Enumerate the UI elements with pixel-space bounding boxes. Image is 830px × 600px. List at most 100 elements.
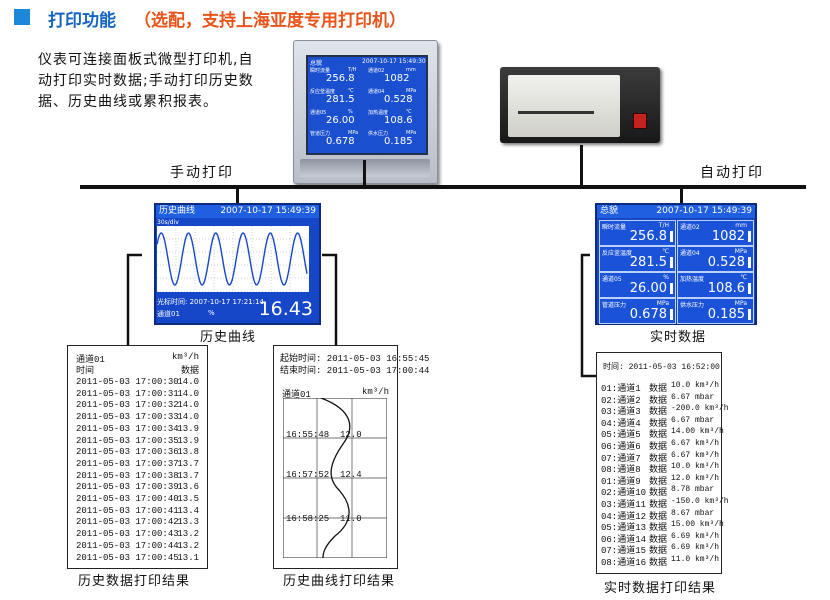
device-cell-unit: ℃ xyxy=(406,109,412,115)
rp-row-label: 数据 xyxy=(649,488,668,499)
rp-row-label: 数据 xyxy=(649,465,668,476)
rp-row-value: 14.00 km³/h xyxy=(671,427,724,437)
rp-row-channel: 08:通道16 xyxy=(601,558,647,568)
cursor-time-line: 光标时间: 2007-10-17 17:21:14 xyxy=(157,297,264,307)
history-curve-line xyxy=(157,232,308,286)
manual-print-label: 手动打印 xyxy=(170,165,234,181)
hp-row-value: 13.8 xyxy=(177,447,199,458)
device-cell-unit: T/H xyxy=(348,67,357,73)
device-cell-name: 供水压力 xyxy=(368,131,389,137)
rp-row-label: 数据 xyxy=(649,558,668,568)
realtime-cell-name: 通道02 xyxy=(680,224,700,231)
hp-row-value: 13.7 xyxy=(177,470,199,481)
hp-row-value: 13.5 xyxy=(177,494,199,504)
device-header: 总貌 xyxy=(310,60,323,67)
realtime-cell-scrollbar xyxy=(670,231,673,242)
rp-row-label: 数据 xyxy=(649,500,668,510)
history-panel-title: 历史曲线 xyxy=(159,206,196,216)
cp-start: 起始时间: 2011-05-03 16:55:45 xyxy=(280,354,430,364)
rp-row-channel: 04:通道12 xyxy=(601,511,647,522)
realtime-cell-unit: MPa xyxy=(734,248,747,255)
page-title: 打印功能（选配，支持上海亚度专用打印机） xyxy=(48,6,406,31)
realtime-cell-value: 0.678 xyxy=(629,307,667,322)
device-cell-value: 0.528 xyxy=(384,94,413,105)
device-cell-unit: MPa xyxy=(406,130,417,136)
cp-mark-time: 16:58:25 xyxy=(286,514,330,524)
realtime-print-caption: 实时数据打印结果 xyxy=(604,581,717,596)
device-datetime: 2007-10-17 15:49:30 xyxy=(362,58,426,65)
hp-row-value: 13.9 xyxy=(177,435,199,446)
rp-row-label: 数据 xyxy=(649,511,668,522)
rp-row-label: 数据 xyxy=(649,395,668,406)
hp-row-time: 2011-05-03 17:00:42 xyxy=(76,517,179,528)
device-cell-value: 108.6 xyxy=(384,115,413,126)
rp-row-channel: 06:通道6 xyxy=(601,442,641,452)
bus-line xyxy=(80,185,806,189)
rp-row-channel: 01:通道9 xyxy=(601,476,641,487)
curve-print-caption: 历史曲线打印结果 xyxy=(283,574,396,589)
rp-row-label: 数据 xyxy=(649,453,668,464)
cursor-label: 光标时间: xyxy=(157,298,188,306)
realtime-cell-unit: MPa xyxy=(734,300,747,307)
title-bullet-icon xyxy=(14,9,30,25)
realtime-cell-value: 0.185 xyxy=(707,307,745,322)
rp-row-value: 6.67 mbar xyxy=(671,392,715,402)
cp-mark-value: 12.4 xyxy=(340,470,362,480)
hp-row-value: 13.1 xyxy=(177,552,199,563)
rp-row-label: 数据 xyxy=(649,546,668,557)
rp-row-value: 10.0 km³/h xyxy=(671,462,720,472)
printer-power-button xyxy=(633,113,647,129)
hp-channel: 通道01 xyxy=(76,355,105,365)
hp-row-value: 13.4 xyxy=(177,505,199,516)
realtime-cell-name: 加热温度 xyxy=(680,276,705,283)
hp-row-time: 2011-05-03 17:00:41 xyxy=(76,505,179,516)
realtime-print-connector xyxy=(580,253,596,378)
hp-row-value: 13.3 xyxy=(177,517,199,528)
realtime-panel-title: 总貌 xyxy=(600,206,619,216)
hp-row-time: 2011-05-03 17:00:45 xyxy=(76,552,179,563)
realtime-cell-value: 108.6 xyxy=(707,281,745,296)
rp-row-channel: 02:通道10 xyxy=(601,488,647,499)
hp-row-time: 2011-05-03 17:00:44 xyxy=(76,540,179,551)
hp-row-value: 14.0 xyxy=(177,412,199,423)
device-cell-value: 0.185 xyxy=(384,136,413,147)
cp-channel: 通道01 xyxy=(282,390,311,400)
rp-row-channel: 05:通道5 xyxy=(601,430,641,441)
hp-row-time: 2011-05-03 17:00:34 xyxy=(76,423,179,434)
device-cell-name: 通道02 xyxy=(368,68,385,74)
cursor-time: 2007-10-17 17:21:14 xyxy=(189,298,264,306)
rp-row-value: 6.67 km³/h xyxy=(671,450,720,460)
device-cell-unit: MPa xyxy=(348,130,359,136)
rp-row-label: 数据 xyxy=(649,384,668,394)
device-cell-name: 瞬时流量 xyxy=(310,68,331,74)
realtime-cell-unit: % xyxy=(663,274,669,281)
device-cell-unit: MPa xyxy=(406,88,417,94)
rp-row-channel: 05:通道13 xyxy=(601,523,647,534)
rp-row-value: 6.67 km³/h xyxy=(671,439,720,448)
realtime-cell-scrollbar xyxy=(670,283,673,294)
cp-end: 结束时间: 2011-05-03 17:00:44 xyxy=(280,366,430,376)
rp-row-value: 15.00 km³/h xyxy=(671,520,724,530)
rp-row-value: 6.69 km³/h xyxy=(671,531,720,541)
hp-row-value: 13.2 xyxy=(177,540,199,551)
rp-row-value: -200.0 km³/h xyxy=(671,404,729,414)
rp-row-label: 数据 xyxy=(649,418,668,429)
rp-row-label: 数据 xyxy=(649,407,668,418)
realtime-cell-name: 瞬时流量 xyxy=(602,224,627,231)
cp-curve xyxy=(283,398,387,558)
hp-row-time: 2011-05-03 17:00:40 xyxy=(76,494,179,504)
history-value: 16.43 xyxy=(258,298,313,320)
realtime-cell-scrollbar xyxy=(670,257,673,268)
realtime-cell-value: 281.5 xyxy=(629,255,667,270)
rp-row-channel: 02:通道2 xyxy=(601,395,641,406)
realtime-cell-value: 0.528 xyxy=(707,255,745,270)
auto-print-label: 自动打印 xyxy=(700,165,764,181)
hp-row-value: 14.0 xyxy=(177,388,199,399)
rp-row-value: 8.67 mbar xyxy=(671,508,715,518)
